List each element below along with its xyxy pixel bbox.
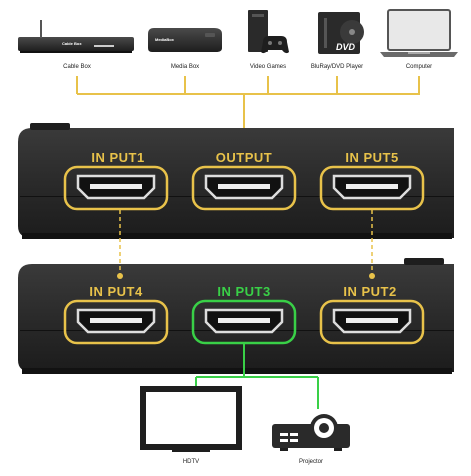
cable-box-icon	[18, 20, 134, 53]
dashed-link-lines	[119, 210, 373, 274]
hdtv-label: HDTV	[182, 459, 200, 465]
media-box-brand: MediaBox	[155, 37, 174, 42]
port-label-input2: IN PUT2	[343, 284, 397, 299]
computer-label: Computer	[405, 64, 433, 70]
hdmi-port-input1	[63, 165, 169, 211]
port-label-output: OUTPUT	[215, 150, 273, 165]
hdmi-port-input3	[191, 299, 297, 345]
input-bus-lines	[76, 76, 420, 141]
hdmi-port-output	[191, 165, 297, 211]
hdmi-port-input5	[319, 165, 425, 211]
hdtv-icon	[140, 386, 242, 452]
hdmi-port-input4	[63, 299, 169, 345]
bluray-dvd-icon	[318, 12, 364, 54]
dvd-disc-text: DVD	[336, 42, 356, 52]
port-label-input3: IN PUT3	[217, 284, 271, 299]
video-games-label: Video Games	[249, 64, 287, 70]
media-box-icon	[148, 28, 222, 52]
game-console-icon	[248, 10, 289, 54]
bluray-label: BluRay/DVD Player	[310, 64, 364, 70]
input4-link-dot	[117, 273, 123, 279]
media-box-label: Media Box	[170, 64, 200, 70]
projector-icon	[272, 414, 350, 451]
cable-box-brand: Cable Box	[62, 41, 82, 46]
hdmi-port-input2	[319, 299, 425, 345]
port-label-input5: IN PUT5	[345, 150, 399, 165]
port-label-input1: IN PUT1	[91, 150, 145, 165]
projector-label: Projector	[298, 459, 324, 465]
cable-box-label: Cable Box	[63, 64, 91, 70]
port-label-input4: IN PUT4	[89, 284, 143, 299]
laptop-icon	[380, 9, 458, 57]
output-lines	[195, 343, 319, 409]
input2-link-dot	[369, 273, 375, 279]
